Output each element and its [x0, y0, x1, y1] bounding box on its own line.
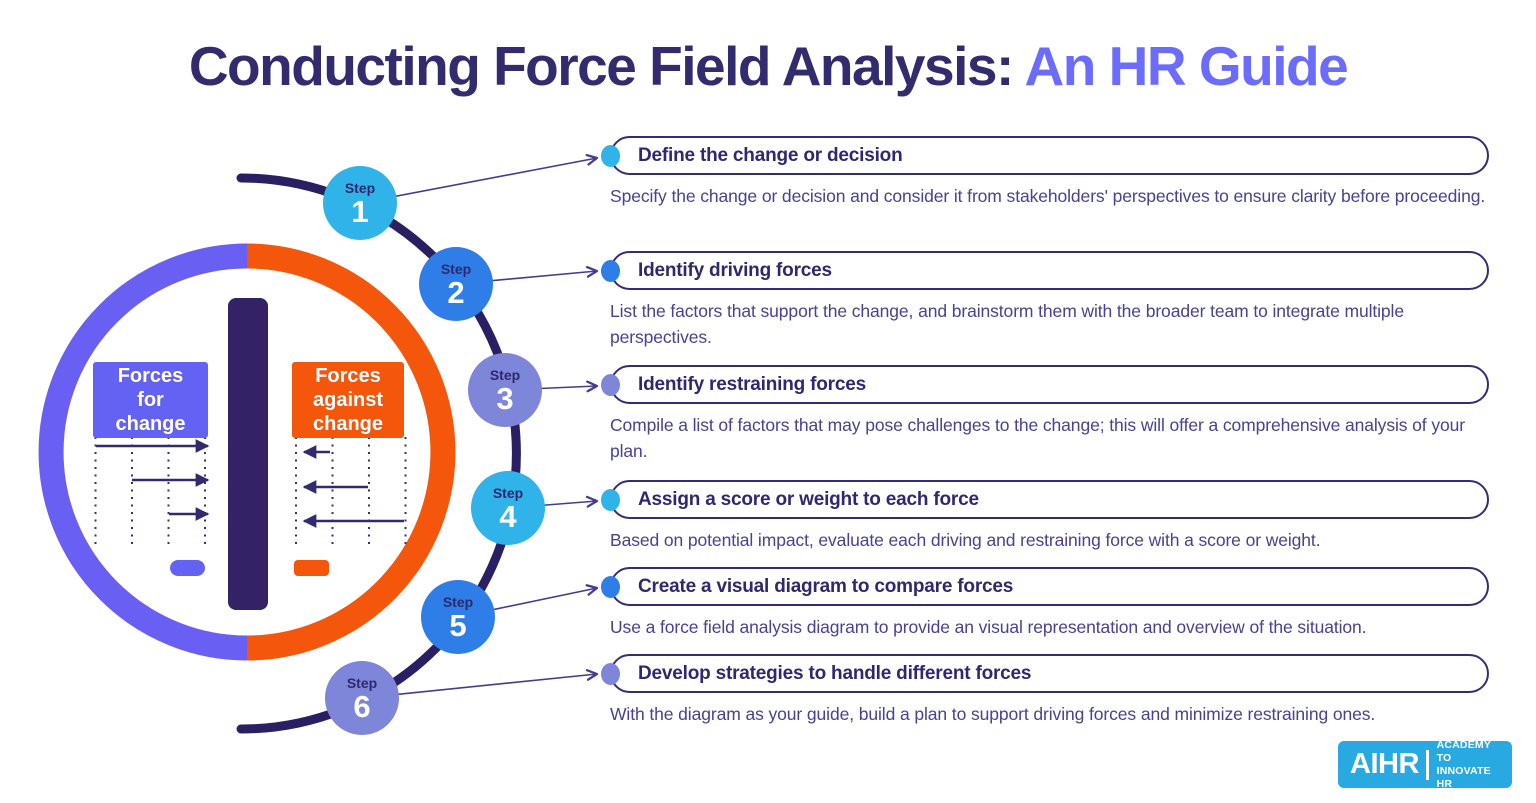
item-1-dot-icon	[601, 144, 620, 167]
page-title-accent: An HR Guide	[1024, 35, 1349, 97]
step-3-number: 3	[496, 380, 514, 416]
item-5-title: Create a visual diagram to compare force…	[638, 575, 1014, 597]
page-title-main: Conducting Force Field Analysis:	[188, 35, 1025, 97]
list-item-2: Identify driving forces List the factors…	[601, 251, 1491, 350]
item-3-title: Identify restraining forces	[638, 373, 866, 395]
step-1-number: 1	[351, 193, 369, 229]
forces-for-change-box: Forces for change	[93, 362, 208, 438]
list-item-1: Define the change or decision Specify th…	[601, 136, 1491, 210]
item-2-dot-icon	[601, 259, 620, 282]
aihr-logo-brand: AIHR	[1350, 748, 1419, 780]
item-4-description: Based on potential impact, evaluate each…	[610, 530, 1321, 550]
item-4-title: Assign a score or weight to each force	[638, 488, 979, 510]
dotted-grid-left	[94, 437, 206, 549]
item-2-description: List the factors that support the change…	[610, 301, 1404, 347]
item-5-pill: Create a visual diagram to compare force…	[601, 567, 1489, 606]
forces-for-change-label: Forces for change	[115, 365, 186, 435]
step-circle-2: Step 2	[419, 247, 493, 321]
forces-against-change-label: Forces against change	[312, 365, 384, 435]
item-4-dot-icon	[601, 488, 620, 511]
item-5-description: Use a force field analysis diagram to pr…	[610, 617, 1367, 637]
dotted-grid-right	[295, 437, 407, 549]
item-1-title: Define the change or decision	[638, 144, 903, 166]
step-circle-4: Step 4	[471, 471, 545, 545]
aihr-logo-tagline: ACADEMY TO INNOVATE HR	[1437, 739, 1502, 791]
list-item-3: Identify restraining forces Compile a li…	[601, 365, 1491, 464]
step-circle-3: Step 3	[468, 353, 542, 427]
item-3-dot-icon	[601, 373, 620, 396]
aihr-logo: AIHR ACADEMY TO INNOVATE HR	[1338, 739, 1512, 791]
ring-left-half	[38, 243, 248, 661]
list-item-5: Create a visual diagram to compare force…	[601, 567, 1491, 641]
aihr-logo-divider	[1425, 749, 1429, 780]
item-2-title: Identify driving forces	[638, 259, 832, 281]
restraining-force-arrows	[302, 445, 404, 528]
step-circle-5: Step 5	[421, 580, 495, 654]
step-6-label: Step	[346, 674, 378, 691]
step-4-label: Step	[492, 484, 524, 501]
aihr-tagline-line1: ACADEMY TO	[1436, 738, 1491, 764]
item-6-title: Develop strategies to handle different f…	[638, 662, 1032, 684]
item-5-dot-icon	[601, 575, 620, 598]
step-3-label: Step	[489, 366, 521, 383]
aihr-tagline-line2: INNOVATE HR	[1436, 764, 1491, 790]
page-title: Conducting Force Field Analysis: An HR G…	[0, 34, 1536, 98]
item-1-pill: Define the change or decision	[601, 136, 1489, 175]
item-6-dot-icon	[601, 662, 620, 685]
step-2-number: 2	[447, 274, 465, 310]
forces-against-change-box: Forces against change	[292, 362, 404, 438]
ring-right-half	[246, 243, 456, 661]
item-1-description: Specify the change or decision and consi…	[610, 186, 1486, 206]
list-item-6: Develop strategies to handle different f…	[601, 654, 1491, 728]
force-balance-bar	[228, 298, 268, 610]
item-2-pill: Identify driving forces	[601, 251, 1489, 290]
step-circle-1: Step 1	[323, 166, 397, 240]
step-circle-6: Step 6	[325, 661, 399, 735]
step-4-number: 4	[499, 498, 517, 534]
step-5-label: Step	[442, 593, 474, 610]
item-3-pill: Identify restraining forces	[601, 365, 1489, 404]
step-1-label: Step	[344, 179, 376, 196]
legend-pill-restraining	[294, 560, 329, 576]
item-3-description: Compile a list of factors that may pose …	[610, 415, 1465, 461]
step-2-label: Step	[440, 260, 472, 277]
item-6-pill: Develop strategies to handle different f…	[601, 654, 1489, 693]
list-item-4: Assign a score or weight to each force B…	[601, 480, 1491, 554]
item-4-pill: Assign a score or weight to each force	[601, 480, 1489, 519]
step-6-number: 6	[353, 688, 371, 724]
legend-pill-driving	[170, 560, 205, 576]
step-5-number: 5	[449, 607, 467, 643]
driving-force-arrows	[96, 439, 210, 521]
item-6-description: With the diagram as your guide, build a …	[610, 704, 1376, 724]
